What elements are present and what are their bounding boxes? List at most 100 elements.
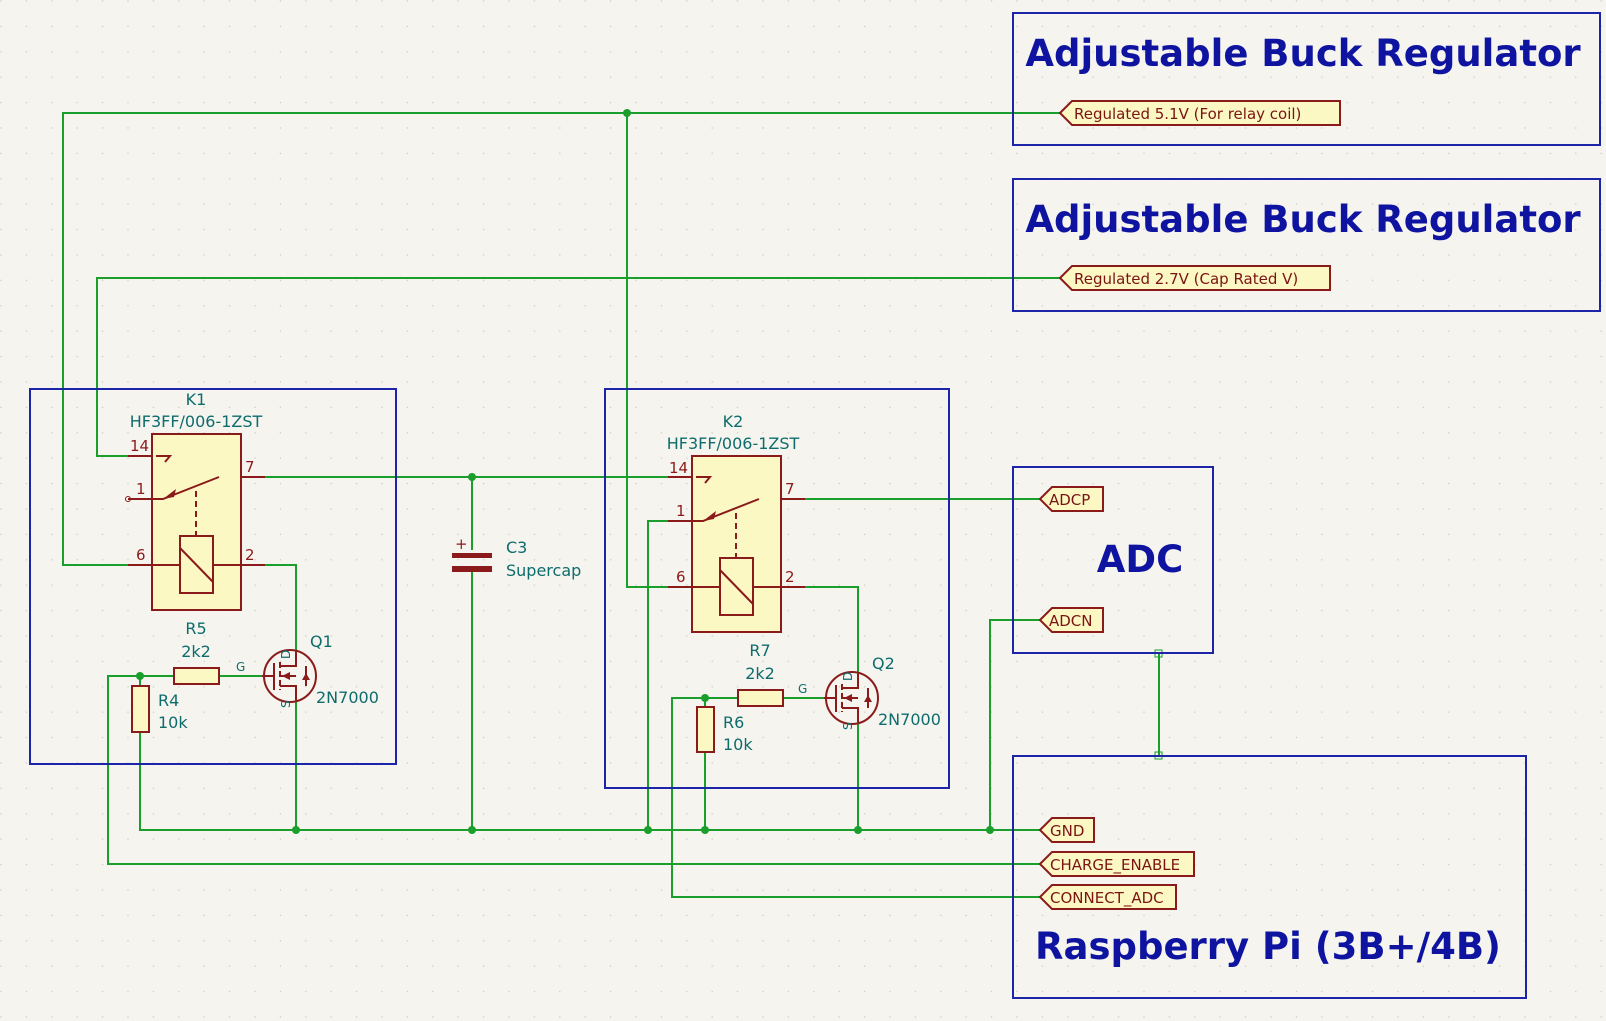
sheet-pin-shape (1058, 100, 1341, 126)
pin-number: 6 (676, 568, 686, 586)
mosfet-pin-s: S (279, 700, 293, 708)
resistor-value: 10k (723, 735, 753, 754)
coil-slash (179, 547, 214, 583)
relay-k1[interactable]: K1 HF3FF/006-1ZST 14 1 7 6 2 (125, 390, 266, 611)
sheet-pin-shape (1038, 817, 1095, 843)
sheet-title: ADC (1097, 538, 1184, 581)
contact-arrow (703, 511, 716, 521)
sheet-box (1012, 12, 1601, 146)
mosfet-drain-lead (842, 674, 859, 689)
group-box-k1 (29, 388, 397, 765)
mosfet-source-lead (280, 685, 297, 700)
resistor-value: 2k2 (181, 642, 211, 661)
resistor-body (173, 667, 220, 685)
resistor-r5[interactable]: R5 2k2 (173, 619, 220, 685)
sheet-pin-shape (1058, 265, 1331, 291)
sheet-buck-2v7[interactable]: Adjustable Buck Regulator Regulated 2.7V… (1012, 178, 1601, 312)
mosfet-source-lead (842, 707, 859, 722)
mosfet-value: 2N7000 (316, 688, 379, 707)
sheet-pin-shape (1038, 607, 1104, 633)
junction-dot (644, 826, 652, 834)
pin-number: 7 (245, 458, 255, 476)
capacitor-c3[interactable]: + C3 Supercap (452, 535, 581, 580)
sheet-pin-label: ADCP (1049, 491, 1090, 509)
pin-number: 2 (785, 568, 795, 586)
sheet-pin-label: CHARGE_ENABLE (1050, 856, 1180, 875)
junction-dot (701, 694, 709, 702)
wire-5v1-rail[interactable] (62, 112, 1060, 566)
sheet-pin-label: ADCN (1049, 612, 1093, 630)
mosfet-arrow (282, 672, 290, 680)
pin-number: 6 (136, 546, 146, 564)
mosfet-pin-s: S (841, 722, 855, 730)
sheet-adc[interactable]: ADC ADCP ADCN (1012, 466, 1214, 654)
mosfet-pin-d: D (841, 672, 855, 681)
junction-dot (468, 473, 476, 481)
sheet-raspberry-pi[interactable]: Raspberry Pi (3B+/4B) GND CHARGE_ENABLE … (1012, 755, 1527, 999)
resistor-body (737, 689, 784, 707)
cap-value: Supercap (506, 561, 581, 580)
relay-ref: K1 (186, 390, 207, 409)
relay-ref: K2 (723, 412, 744, 431)
resistor-value: 2k2 (745, 664, 775, 683)
resistor-r7[interactable]: R7 2k2 (737, 641, 784, 707)
junction-dot (701, 826, 709, 834)
mosfet-arrow (844, 694, 852, 702)
cap-ref: C3 (506, 538, 527, 557)
sheet-pin-shape (1038, 851, 1195, 877)
resistor-r6[interactable]: R6 10k (696, 706, 753, 754)
sheet-box (1012, 466, 1214, 654)
junction-dot (292, 826, 300, 834)
mosfet-q2[interactable]: G D S Q2 2N7000 (798, 654, 941, 730)
unconnected-pin-marker (125, 496, 131, 502)
wire-2v7-rail[interactable] (96, 277, 1060, 457)
resistor-ref: R4 (158, 691, 179, 710)
mosfet-pin-d: D (279, 650, 293, 659)
mosfet-ref: Q1 (310, 632, 333, 651)
sheet-title: Adjustable Buck Regulator (1025, 198, 1581, 241)
pin-number: 14 (130, 437, 149, 455)
relay-k2[interactable]: K2 HF3FF/006-1ZST 14 1 7 6 2 (667, 412, 805, 633)
sheet-pin-label: CONNECT_ADC (1050, 889, 1164, 908)
mosfet-ref: Q2 (872, 654, 895, 673)
junction-dot (623, 109, 631, 117)
wire-adcn[interactable] (989, 619, 1040, 830)
mosfet-diode-tri (302, 673, 310, 680)
sheet-buck-5v1[interactable]: Adjustable Buck Regulator Regulated 5.1V… (1012, 12, 1601, 146)
contact-arrow (163, 489, 176, 499)
mosfet-value: 2N7000 (878, 710, 941, 729)
resistor-ref: R6 (723, 713, 744, 732)
sheet-pin-label: Regulated 2.7V (Cap Rated V) (1074, 270, 1298, 288)
pin-number: 1 (676, 502, 686, 520)
contact-nc-mark (156, 455, 173, 463)
resistor-ref: R7 (749, 641, 770, 660)
sheet-pin-shape (1038, 884, 1177, 910)
junctions (136, 109, 994, 834)
sheet-title: Raspberry Pi (3B+/4B) (1035, 925, 1501, 968)
junction-dot (468, 826, 476, 834)
sheet-title: Adjustable Buck Regulator (1025, 32, 1581, 75)
group-box-k2 (604, 388, 950, 789)
pin-number: 1 (136, 480, 146, 498)
coil-slash (719, 569, 754, 605)
resistor-r4[interactable]: R4 10k (131, 685, 188, 733)
pin-number: 2 (245, 546, 255, 564)
junction-dot (136, 672, 144, 680)
sheet-box (1012, 755, 1527, 999)
relay-value: HF3FF/006-1ZST (130, 412, 263, 431)
cap-plate-positive (452, 553, 492, 558)
sheet-pin-label: Regulated 5.1V (For relay coil) (1074, 105, 1301, 123)
resistor-ref: R5 (185, 619, 206, 638)
mosfet-pin-g: G (236, 660, 245, 674)
resistor-body (131, 685, 150, 733)
mosfet-diode-tri (864, 695, 872, 702)
wire-k2-pin2[interactable] (790, 586, 859, 674)
junction-dot (854, 826, 862, 834)
mosfet-q1[interactable]: G D S Q1 2N7000 (236, 632, 379, 708)
resistor-value: 10k (158, 713, 188, 732)
mosfet-drain-lead (280, 652, 297, 667)
relay-value: HF3FF/006-1ZST (667, 434, 800, 453)
resistor-body (696, 706, 715, 753)
contact-nc-mark (696, 476, 713, 484)
